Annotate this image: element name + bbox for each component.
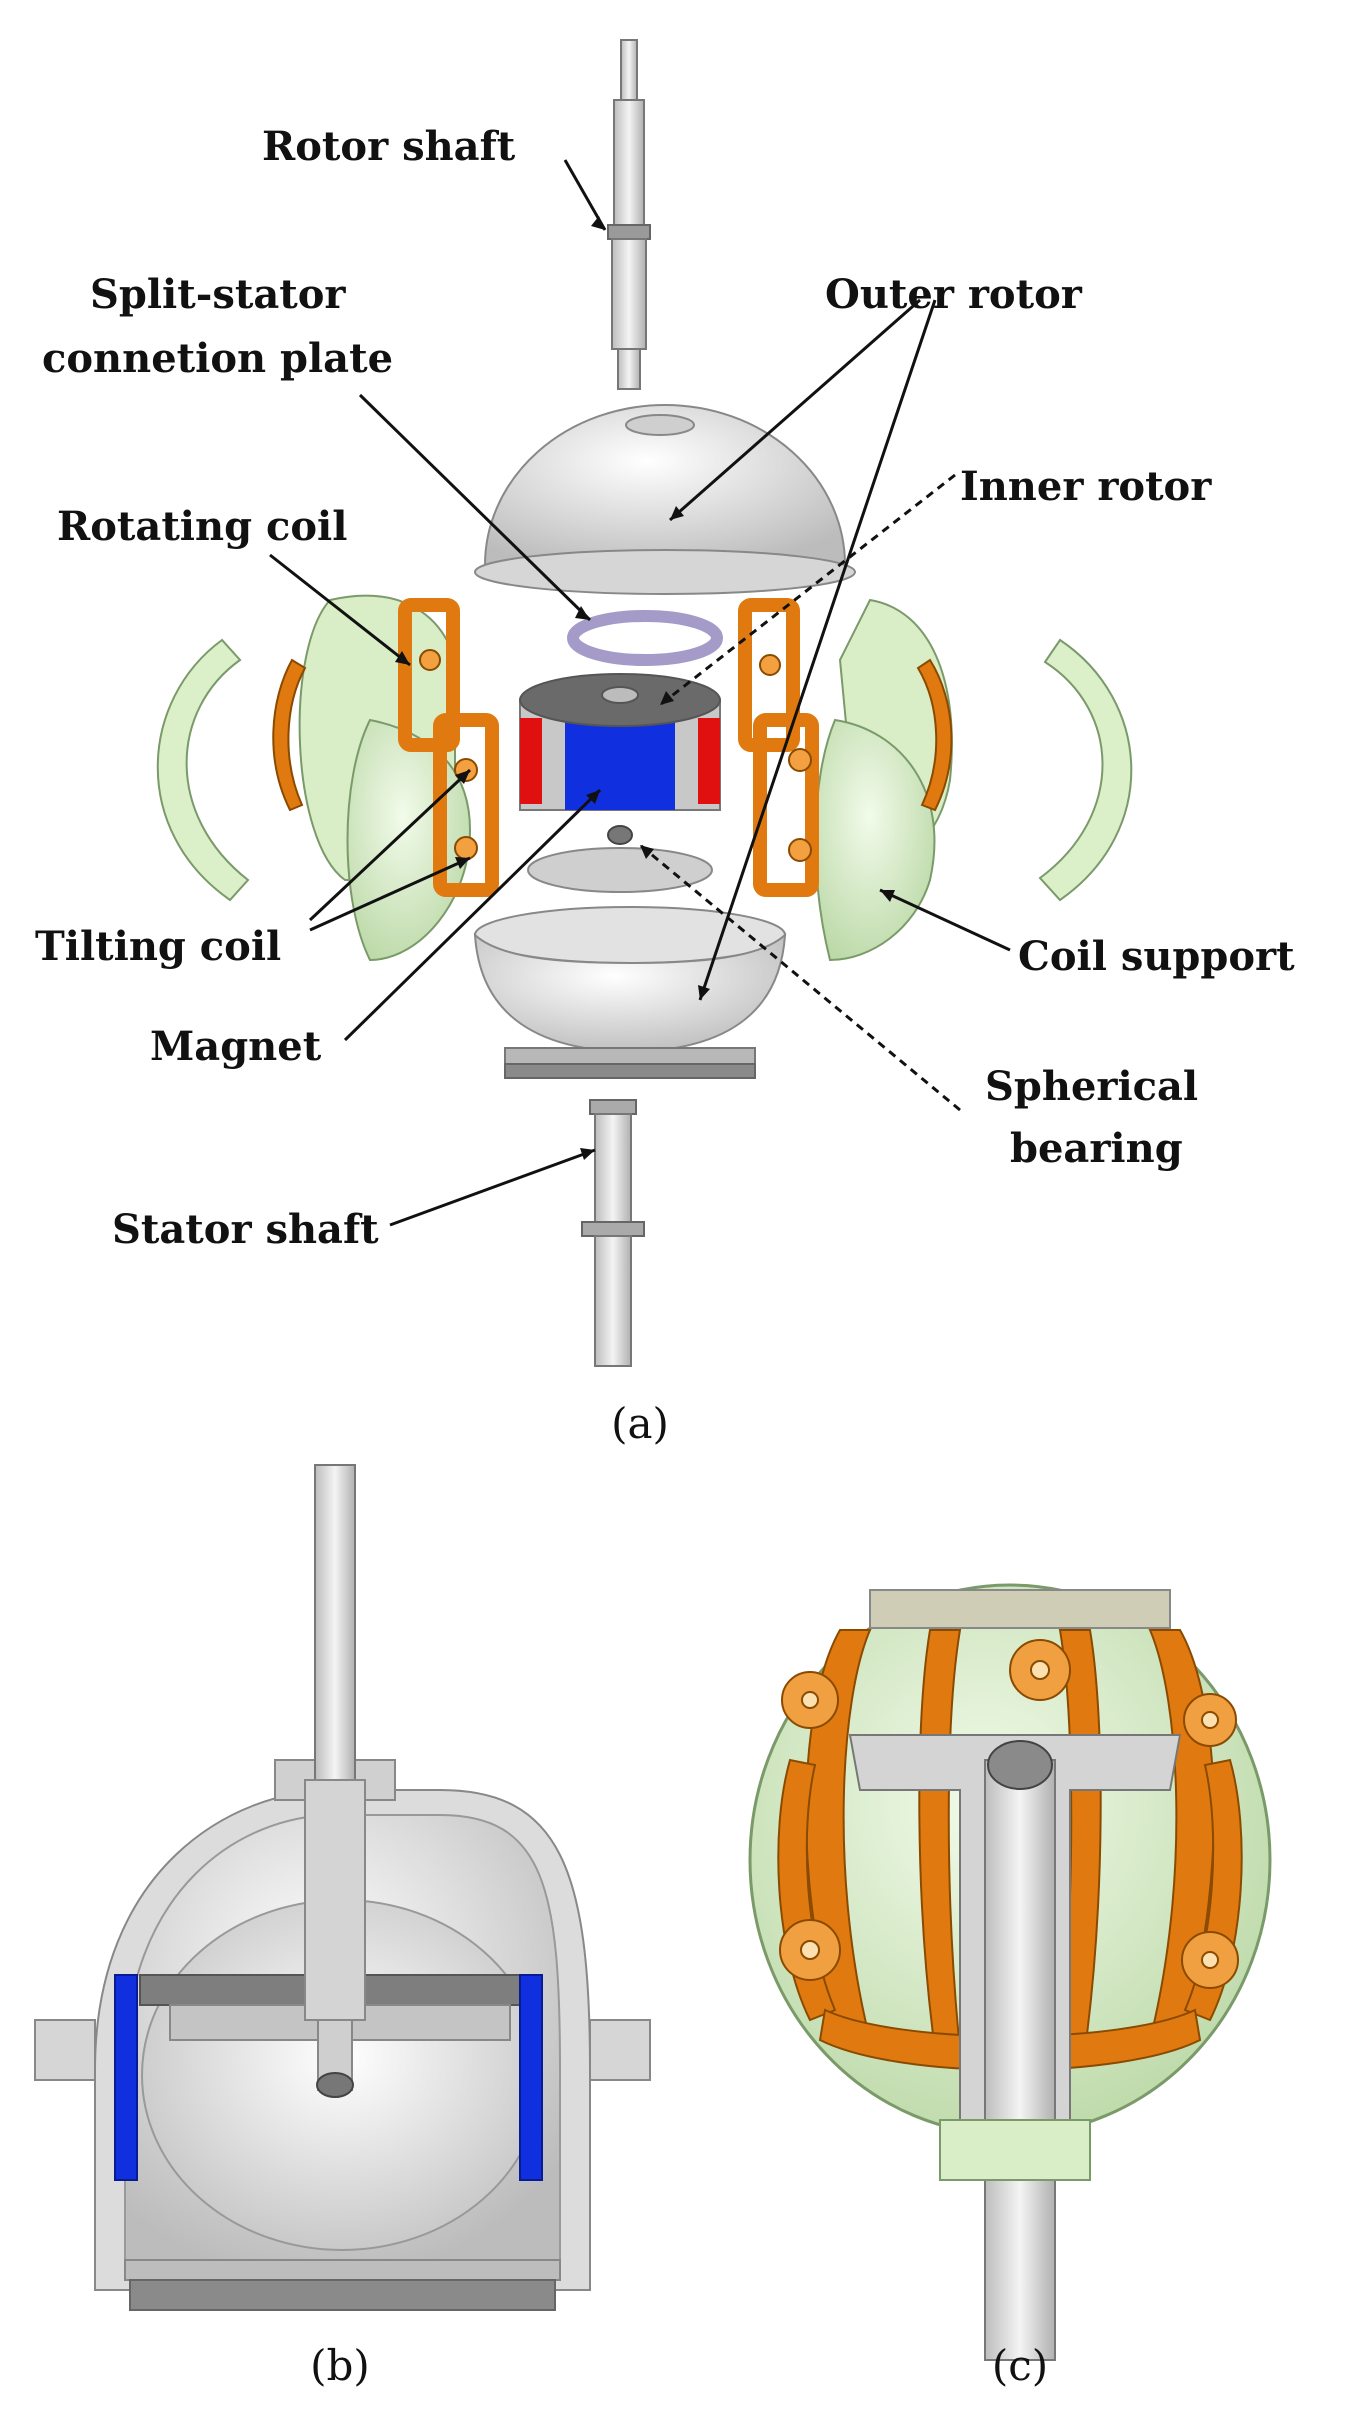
caption-b: (b) bbox=[310, 2341, 370, 2390]
panel-c: (c) bbox=[748, 1583, 1272, 2390]
stator-shaft bbox=[581, 1099, 645, 1367]
label-stator-shaft: Stator shaft bbox=[112, 1206, 379, 1253]
caption-c: (c) bbox=[992, 2341, 1048, 2390]
label-inner-rotor: Inner rotor bbox=[960, 463, 1212, 510]
label-spherical-bearing-line1: Spherical bbox=[985, 1063, 1198, 1110]
bearing-plate bbox=[527, 847, 713, 893]
rotating-coils-right bbox=[738, 598, 953, 897]
rotor-shaft-section bbox=[314, 1464, 356, 1786]
spherical-bearing-ball bbox=[607, 825, 633, 845]
inner-rotor bbox=[519, 673, 721, 811]
coil-disks bbox=[779, 1639, 1239, 1989]
magnet-right-section bbox=[519, 1974, 543, 2181]
label-outer-rotor: Outer rotor bbox=[825, 271, 1083, 318]
spherical-bearing-section bbox=[987, 1740, 1053, 1790]
label-rotating-coil: Rotating coil bbox=[57, 503, 347, 550]
magnet-left-section bbox=[114, 1974, 138, 2181]
label-tilting-coil: Tilting coil bbox=[35, 923, 281, 970]
rotating-coils-left bbox=[272, 598, 499, 897]
panel-a: Rotor shaft Split-stator connetion plate… bbox=[35, 39, 1295, 1448]
label-split-stator-line1: Split-stator bbox=[90, 271, 346, 318]
rotor-shaft bbox=[607, 39, 651, 390]
caption-a: (a) bbox=[611, 1399, 669, 1448]
label-split-stator-line2: connetion plate bbox=[42, 335, 393, 382]
outer-rotor-top bbox=[474, 404, 856, 595]
connection-plate bbox=[567, 610, 723, 666]
panel-b: (b) bbox=[34, 1464, 651, 2390]
coil-support-right-arc bbox=[1038, 638, 1133, 902]
label-coil-support: Coil support bbox=[1018, 933, 1295, 980]
label-rotor-shaft: Rotor shaft bbox=[262, 123, 516, 170]
stator-shaft-section bbox=[984, 1759, 1056, 2361]
magnet bbox=[565, 718, 675, 810]
label-magnet: Magnet bbox=[150, 1023, 322, 1070]
outer-rotor-bottom bbox=[473, 906, 787, 1079]
coil-support-left-arc bbox=[156, 638, 250, 902]
label-spherical-bearing-line2: bearing bbox=[1010, 1125, 1183, 1172]
leader-lines bbox=[269, 159, 1011, 1227]
